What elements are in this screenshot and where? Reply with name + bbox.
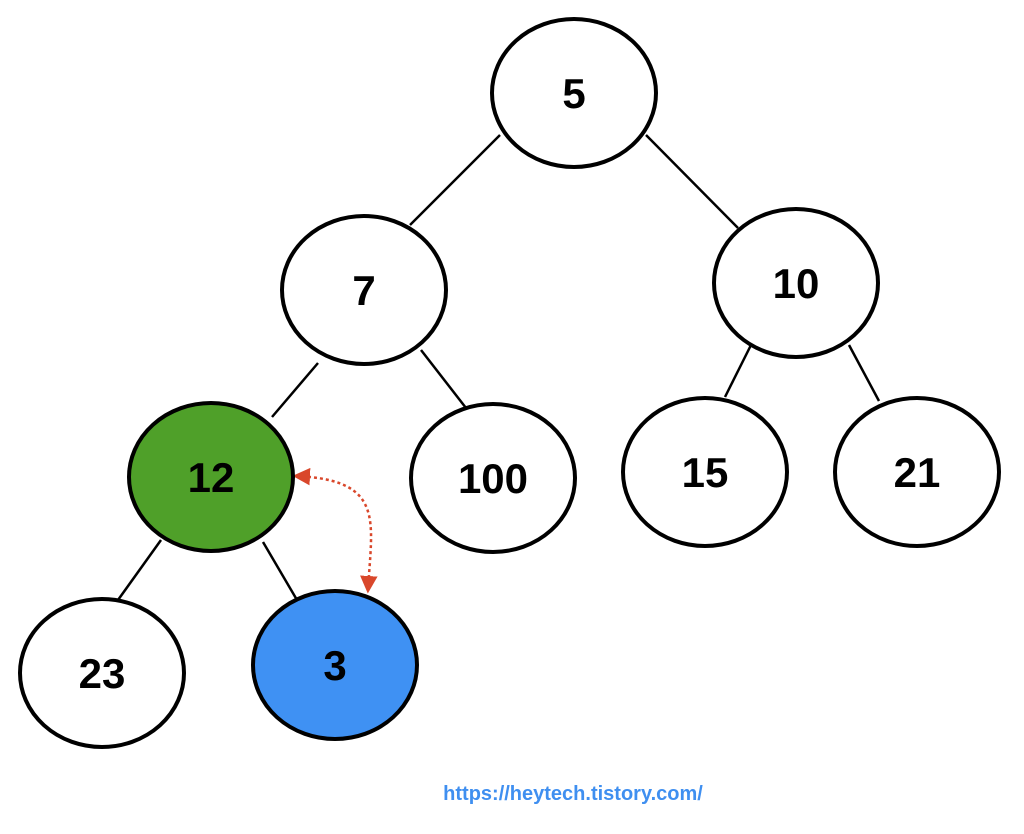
node-circle-21 bbox=[833, 396, 1001, 548]
node-circle-12 bbox=[127, 401, 295, 553]
node-label-5: 5 bbox=[562, 70, 585, 117]
tree-node-12: 12 bbox=[127, 401, 295, 553]
node-circle-100 bbox=[409, 402, 577, 554]
tree-node-23: 23 bbox=[18, 597, 186, 749]
edge-n5-n7 bbox=[409, 134, 501, 226]
swap-arrow bbox=[292, 467, 378, 594]
tree-node-3: 3 bbox=[251, 589, 419, 741]
tree-node-10: 10 bbox=[712, 207, 880, 359]
node-circle-15 bbox=[621, 396, 789, 548]
edge-n12-n23 bbox=[116, 539, 163, 601]
node-circle-3 bbox=[251, 589, 419, 741]
edge-n10-n21 bbox=[847, 344, 881, 402]
node-circle-7 bbox=[280, 214, 448, 366]
source-url-link[interactable]: https://heytech.tistory.com/ bbox=[443, 783, 703, 805]
edge-n7-n100 bbox=[420, 349, 467, 409]
swap-layer bbox=[292, 467, 378, 594]
edge-n7-n12 bbox=[271, 362, 319, 418]
tree-node-7: 7 bbox=[280, 214, 448, 366]
node-circle-23 bbox=[18, 597, 186, 749]
edge-layer bbox=[116, 134, 881, 601]
tree-node-5: 5 bbox=[490, 17, 658, 169]
node-label-12: 12 bbox=[188, 454, 235, 501]
node-layer: 5 7 10 12 100 15 21 23 3 bbox=[18, 17, 1001, 749]
edge-n10-n15 bbox=[723, 344, 753, 398]
edge-n5-n10 bbox=[645, 134, 739, 229]
node-circle-10 bbox=[712, 207, 880, 359]
node-label-15: 15 bbox=[682, 449, 729, 496]
node-label-23: 23 bbox=[79, 650, 126, 697]
tree-node-100: 100 bbox=[409, 402, 577, 554]
tree-node-15: 15 bbox=[621, 396, 789, 548]
node-label-3: 3 bbox=[323, 642, 346, 689]
tree-node-21: 21 bbox=[833, 396, 1001, 548]
edge-n12-n3 bbox=[261, 541, 299, 601]
node-circle-5 bbox=[490, 17, 658, 169]
node-label-100: 100 bbox=[458, 455, 528, 502]
node-label-10: 10 bbox=[773, 260, 820, 307]
node-label-21: 21 bbox=[894, 449, 941, 496]
node-label-7: 7 bbox=[352, 267, 375, 314]
